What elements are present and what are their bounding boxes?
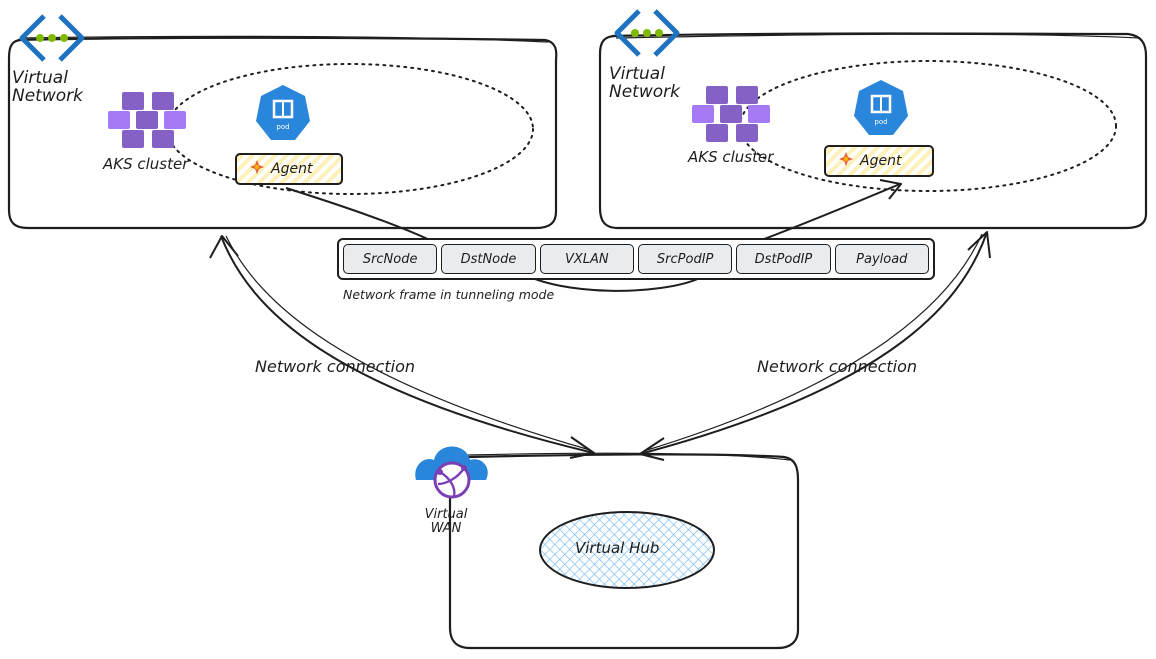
svg-text:pod: pod <box>276 123 289 131</box>
virtual-network-icon <box>614 9 680 57</box>
aks-boundary-left <box>166 63 534 195</box>
vnet-right-box <box>598 32 1148 230</box>
agent-right[interactable]: Agent <box>824 145 934 177</box>
aks-cluster-right-label: AKS cluster <box>688 148 774 166</box>
agent-icon <box>838 151 854 171</box>
virtual-hub-label: Virtual Hub <box>575 539 660 557</box>
wan-box <box>448 452 800 650</box>
agent-to-frame-line <box>285 187 439 245</box>
aks-cluster-icon <box>692 86 770 142</box>
right-connection-arrows <box>639 231 991 461</box>
virtual-network-icon <box>19 14 85 62</box>
virtual-wan-label-line1: Virtual <box>424 507 468 522</box>
vnet-right-label: Virtual Network <box>609 64 680 102</box>
virtual-wan-label: Virtual WAN <box>413 508 479 535</box>
aks-cluster-left-label: AKS cluster <box>103 155 189 173</box>
vnet-left-box <box>7 35 558 230</box>
network-frame: SrcNode DstNode VXLAN SrcPodIP DstPodIP … <box>337 238 935 280</box>
agent-right-label: Agent <box>860 153 902 169</box>
vnet-left-label-line1: Virtual <box>12 68 68 88</box>
connection-label-left: Network connection <box>255 357 416 376</box>
vnet-left-label: Virtual Network <box>12 68 83 106</box>
agent-left-label: Agent <box>271 161 313 177</box>
agent-left[interactable]: Agent <box>235 153 343 185</box>
svg-text:pod: pod <box>874 118 887 126</box>
frame-cell-dstpodip[interactable]: DstPodIP <box>736 244 831 274</box>
vnet-right-label-line1: Virtual <box>609 64 665 84</box>
frame-cell-srcpodip[interactable]: SrcPodIP <box>637 244 733 274</box>
virtual-hub-shape <box>539 511 715 589</box>
pod-icon: pod <box>256 85 310 140</box>
frame-cell-payload[interactable]: Payload <box>834 244 929 274</box>
vnet-left-label-line2: Network <box>12 85 83 106</box>
agent-icon <box>249 159 265 179</box>
virtual-wan-icon <box>415 446 488 499</box>
vnet-right-label-line2: Network <box>609 81 680 102</box>
pod-icon: pod <box>854 80 908 135</box>
frame-cell-vxlan[interactable]: VXLAN <box>539 244 634 274</box>
frame-cell-srcnode[interactable]: SrcNode <box>343 244 438 274</box>
virtual-wan-label-line2: WAN <box>430 520 462 536</box>
aks-cluster-icon <box>108 92 186 148</box>
frame-cell-dstnode[interactable]: DstNode <box>441 244 536 274</box>
connection-label-right: Network connection <box>757 357 918 376</box>
frame-caption: Network frame in tunneling mode <box>343 287 555 302</box>
